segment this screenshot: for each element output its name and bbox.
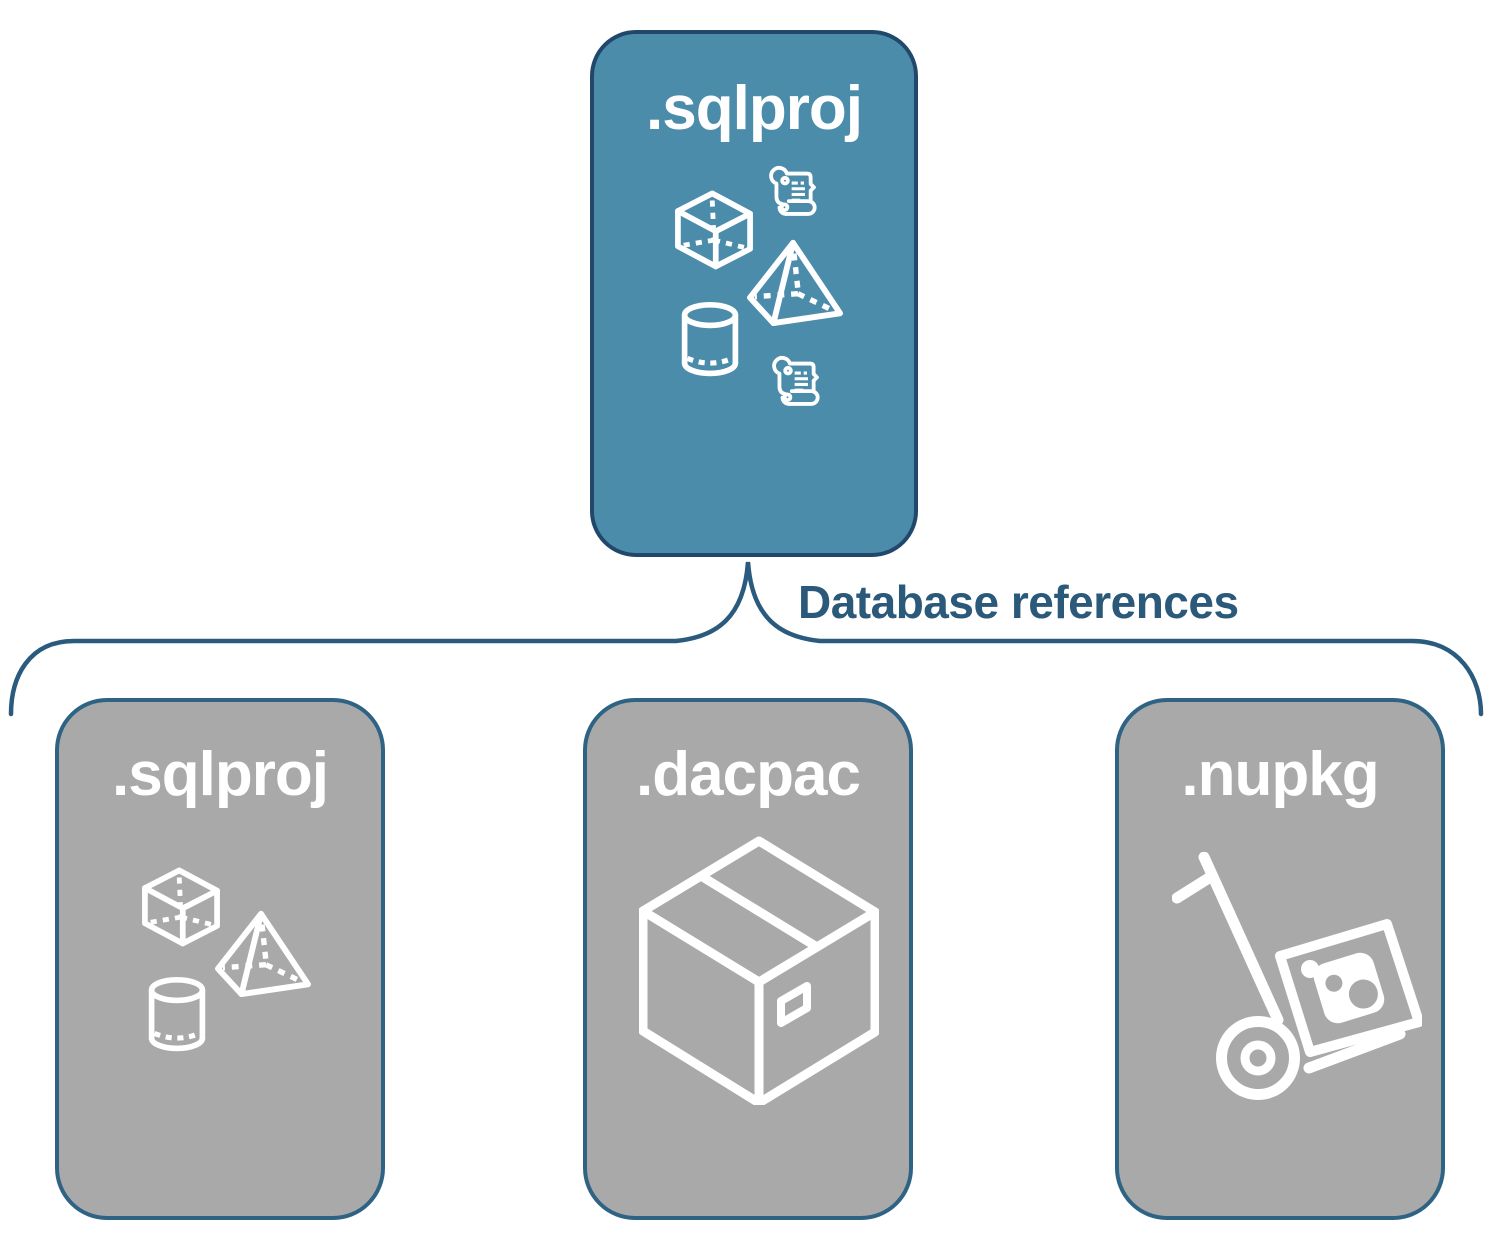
hand-truck-icon: [1172, 852, 1422, 1102]
scroll-icon: [769, 355, 826, 412]
node-title: .dacpac: [636, 740, 861, 809]
node-child-sqlproj: .sqlproj: [55, 698, 385, 1220]
cylinder-icon: [677, 301, 743, 380]
package-box-icon: [639, 835, 879, 1105]
scroll-icon: [766, 165, 823, 222]
node-title: .sqlproj: [646, 74, 863, 143]
node-title: .sqlproj: [112, 740, 329, 809]
pyramid-icon: [744, 235, 846, 327]
pyramid-icon: [212, 906, 314, 998]
cylinder-icon: [144, 976, 210, 1055]
node-child-dacpac: .dacpac: [583, 698, 913, 1220]
connector-label: Database references: [798, 576, 1239, 628]
node-child-nupkg: .nupkg: [1115, 698, 1445, 1220]
node-title: .nupkg: [1181, 740, 1379, 809]
node-root-sqlproj: .sqlproj: [590, 30, 918, 557]
